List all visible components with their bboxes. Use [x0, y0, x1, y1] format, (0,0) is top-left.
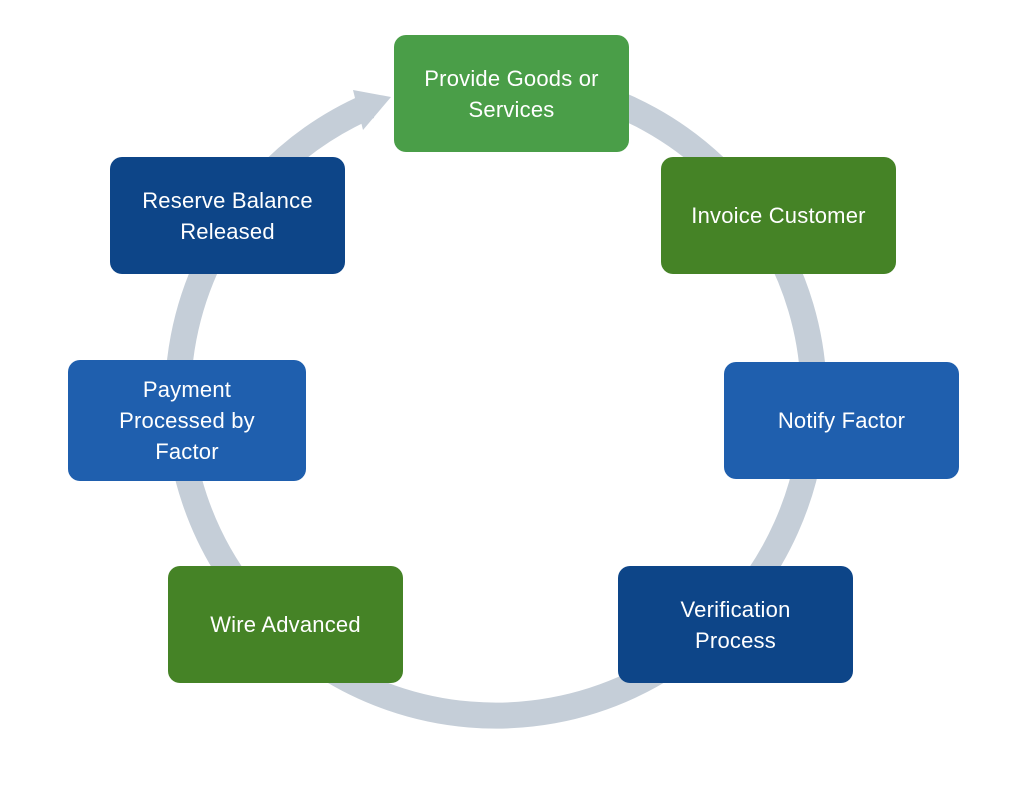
step-label: Notify Factor — [777, 408, 906, 433]
step-provide-goods-or-services: Provide Goods or Services — [394, 35, 629, 152]
step-notify-factor: Notify Factor — [724, 362, 959, 479]
step-label: Verification Process — [680, 596, 791, 653]
cycle-arrow-head — [353, 90, 391, 130]
step-label: Payment Processed by Factor — [119, 377, 255, 464]
step-verification-process: Verification Process — [618, 566, 853, 683]
step-label: Provide Goods or Services — [424, 65, 599, 122]
step-label: Wire Advanced — [210, 612, 361, 637]
step-invoice-customer: Invoice Customer — [661, 157, 896, 274]
step-payment-processed-by-factor: Payment Processed by Factor — [68, 360, 306, 481]
step-wire-advanced: Wire Advanced — [168, 566, 403, 683]
step-label: Reserve Balance Released — [142, 187, 313, 244]
step-label: Invoice Customer — [691, 203, 866, 228]
step-reserve-balance-released: Reserve Balance Released — [110, 157, 345, 274]
